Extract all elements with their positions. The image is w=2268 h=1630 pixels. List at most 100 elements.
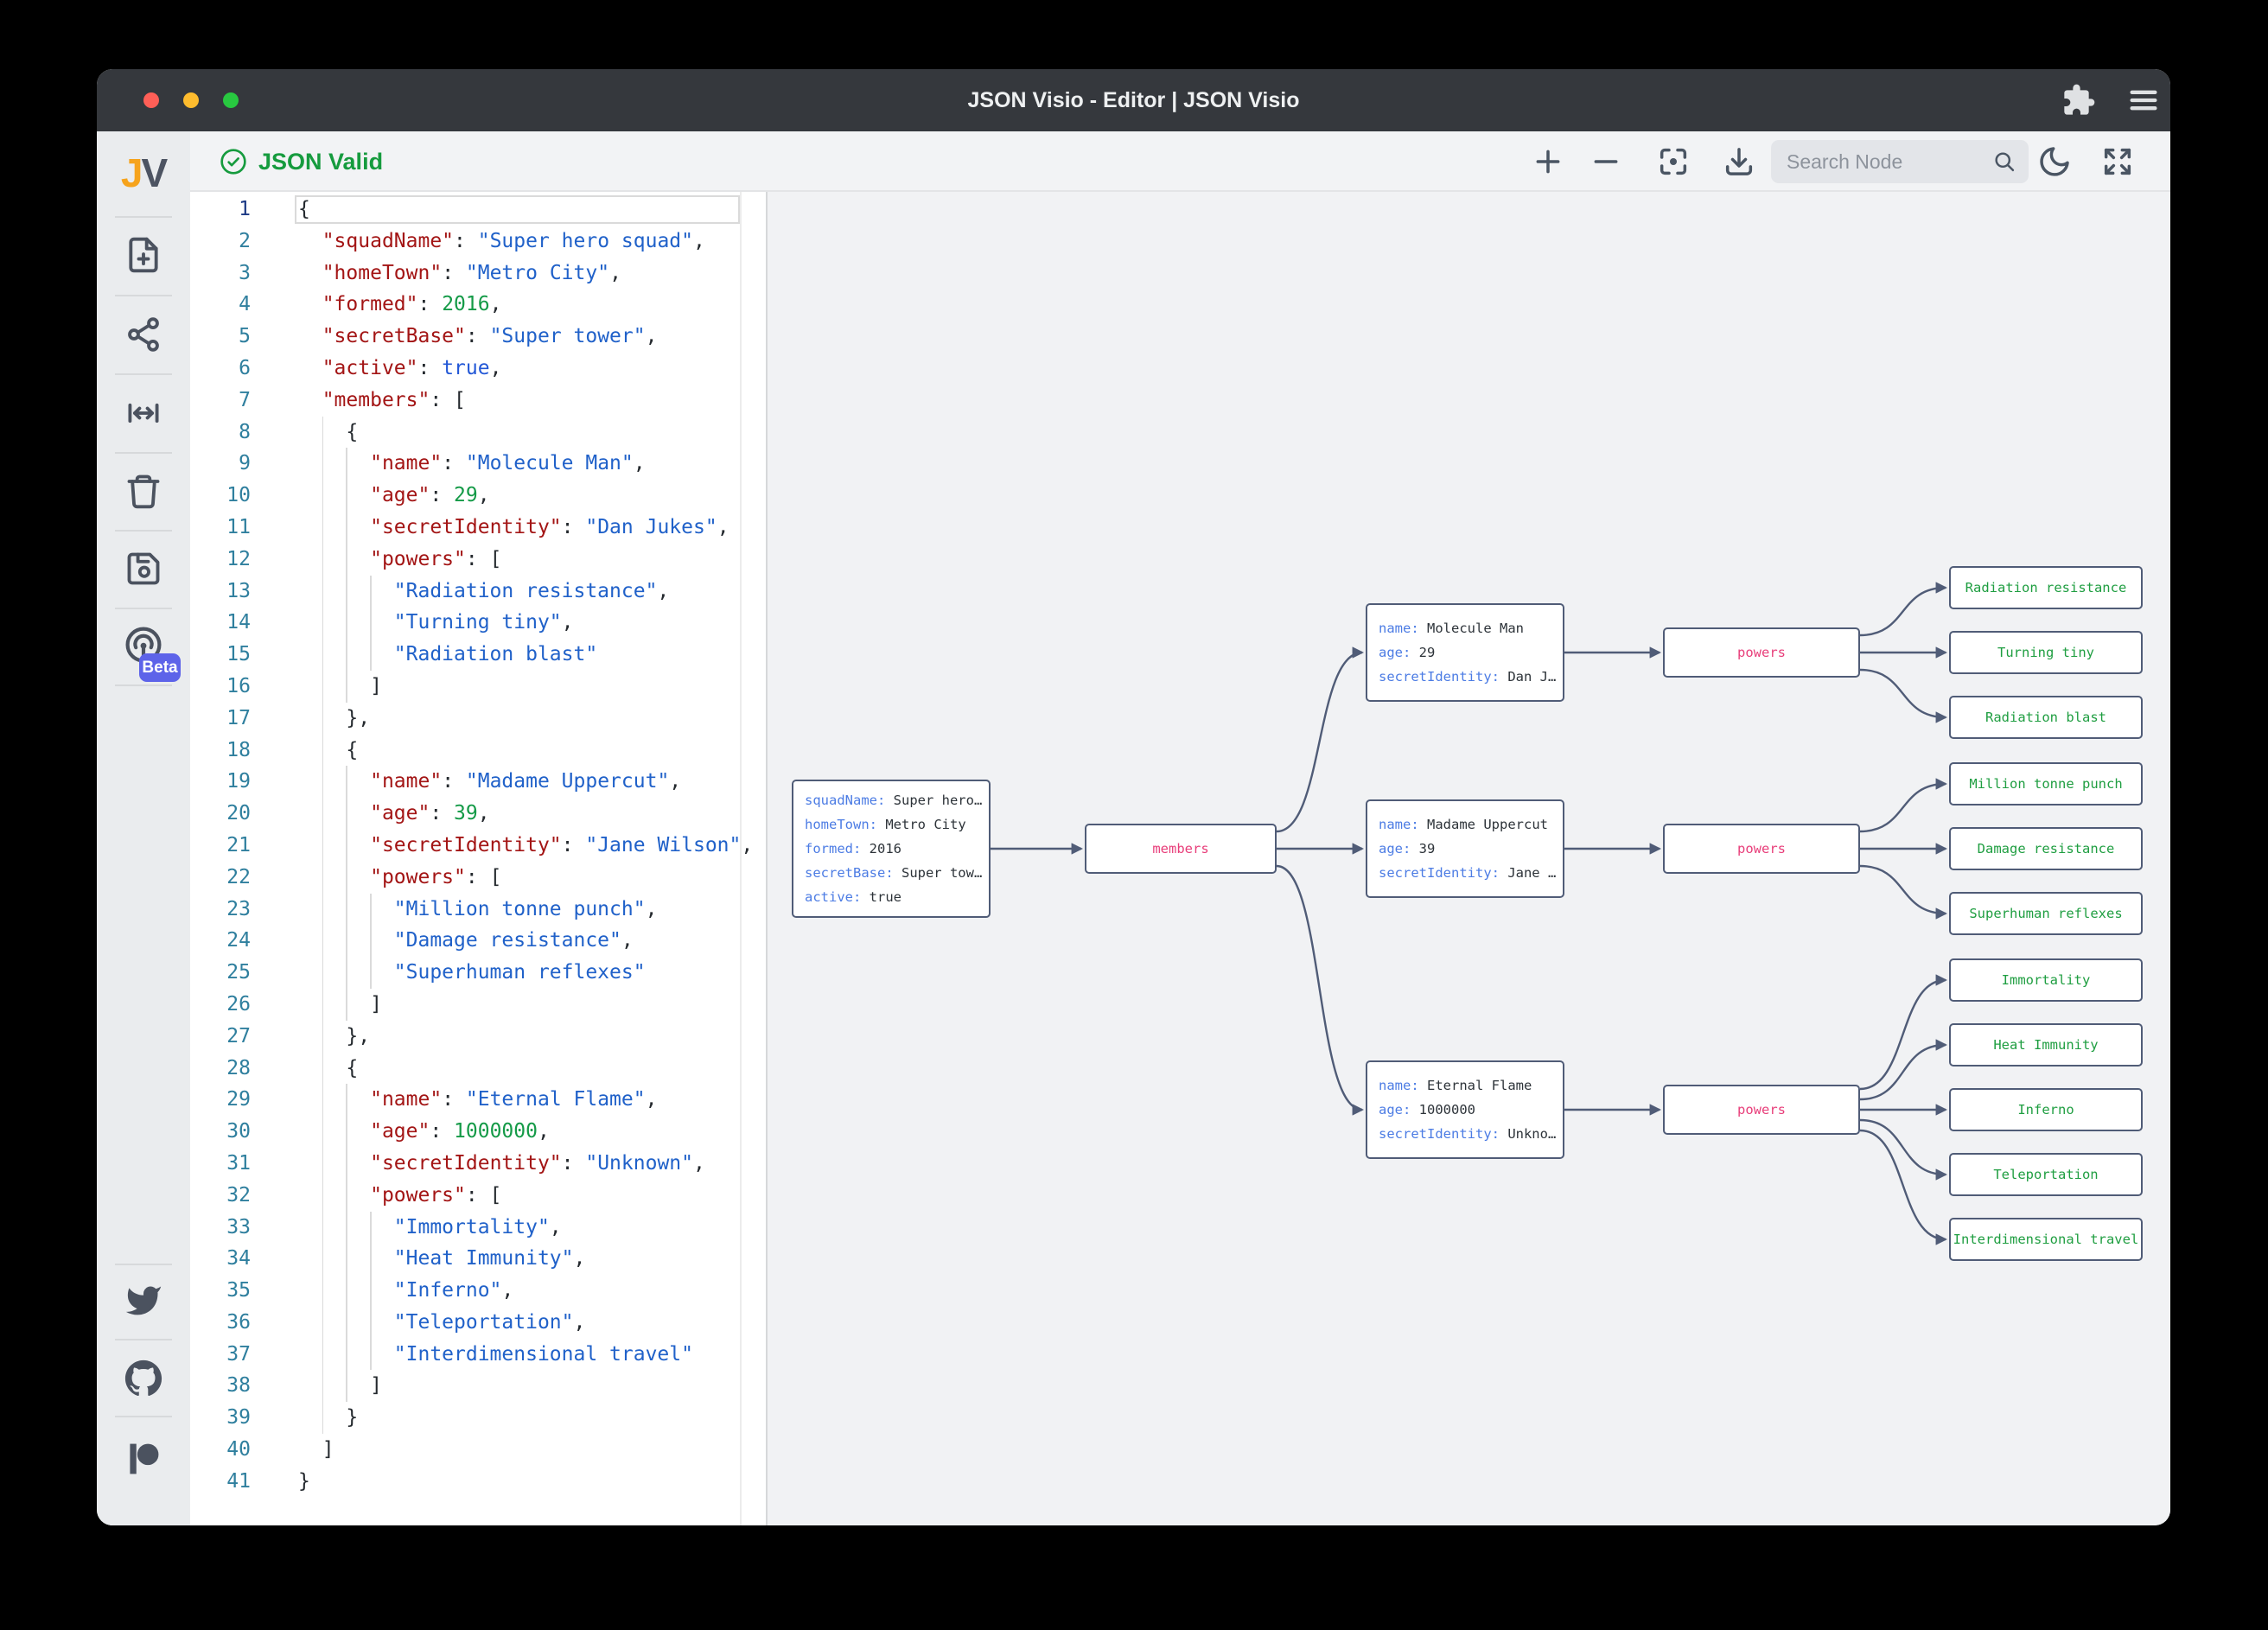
editor-line[interactable]: 6 "active": true, <box>190 353 766 385</box>
graph-node-l8[interactable]: Heat Immunity <box>1949 1023 2143 1067</box>
graph-node-p3[interactable]: powers <box>1663 1085 1860 1135</box>
editor-line[interactable]: 8 { <box>190 416 766 449</box>
indent-guide <box>346 1275 347 1307</box>
graph-node-l4[interactable]: Million tonne punch <box>1949 762 2143 805</box>
indent-guide <box>370 1306 372 1339</box>
download-icon[interactable] <box>1722 144 1756 179</box>
graph-edge <box>1859 1118 1948 1181</box>
extension-puzzle-icon[interactable] <box>2061 83 2096 118</box>
editor-line[interactable]: 33 "Immortality", <box>190 1211 766 1244</box>
editor-line[interactable]: 2 "squadName": "Super hero squad", <box>190 226 766 258</box>
editor-line[interactable]: 27 }, <box>190 1020 766 1053</box>
editor-line[interactable]: 14 "Turning tiny", <box>190 607 766 640</box>
indent-guide <box>346 1211 347 1244</box>
graph-node-members[interactable]: members <box>1085 824 1277 874</box>
graph-node-root[interactable]: squadName: Super hero…homeTown: Metro Ci… <box>792 780 991 918</box>
editor-line[interactable]: 17 }, <box>190 702 766 735</box>
node-label: Turning tiny <box>1997 645 2094 660</box>
editor-line[interactable]: 30 "age": 1000000, <box>190 1116 766 1148</box>
zoom-window-button[interactable] <box>223 92 239 108</box>
new-document-icon[interactable] <box>124 236 162 274</box>
close-window-button[interactable] <box>143 92 159 108</box>
editor-line[interactable]: 4 "formed": 2016, <box>190 289 766 321</box>
graph-node-l9[interactable]: Inferno <box>1949 1088 2143 1131</box>
editor-line[interactable]: 23 "Million tonne punch", <box>190 893 766 926</box>
editor-line[interactable]: 24 "Damage resistance", <box>190 925 766 958</box>
code-text: "age": 1000000, <box>370 1120 550 1143</box>
github-icon[interactable] <box>124 1359 162 1398</box>
editor-line[interactable]: 41} <box>190 1466 766 1498</box>
minimize-window-button[interactable] <box>183 92 199 108</box>
editor-line[interactable]: 28 { <box>190 1052 766 1085</box>
menu-hamburger-icon[interactable] <box>2126 83 2161 118</box>
divider <box>115 373 172 375</box>
editor-line[interactable]: 32 "powers": [ <box>190 1179 766 1212</box>
editor-line[interactable]: 39 } <box>190 1402 766 1435</box>
editor-line[interactable]: 38 ] <box>190 1370 766 1403</box>
fullscreen-expand-icon[interactable] <box>2100 144 2135 179</box>
node-row: active: true <box>805 889 901 905</box>
delete-trash-icon[interactable] <box>124 472 162 510</box>
center-focus-icon[interactable] <box>1656 144 1691 179</box>
divider <box>115 1339 172 1340</box>
graph-node-l2[interactable]: Turning tiny <box>1949 631 2143 674</box>
zoom-in-icon[interactable] <box>1531 144 1565 179</box>
json-editor[interactable]: 1{2 "squadName": "Super hero squad",3 "h… <box>190 192 766 1525</box>
code-text: "Radiation blast" <box>393 643 598 666</box>
graph-node-l6[interactable]: Superhuman reflexes <box>1949 892 2143 935</box>
editor-line[interactable]: 22 "powers": [ <box>190 861 766 894</box>
editor-line[interactable]: 35 "Inferno", <box>190 1275 766 1307</box>
editor-line[interactable]: 29 "name": "Eternal Flame", <box>190 1084 766 1117</box>
editor-line[interactable]: 20 "age": 39, <box>190 798 766 830</box>
graph-node-l1[interactable]: Radiation resistance <box>1949 566 2143 609</box>
patreon-icon[interactable] <box>124 1440 162 1478</box>
editor-line[interactable]: 19 "name": "Madame Uppercut", <box>190 766 766 799</box>
editor-line[interactable]: 3 "homeTown": "Metro City", <box>190 258 766 290</box>
graph-node-p2[interactable]: powers <box>1663 824 1860 874</box>
editor-line[interactable]: 15 "Radiation blast" <box>190 639 766 671</box>
graph-node-l11[interactable]: Interdimensional travel <box>1949 1218 2143 1261</box>
editor-line[interactable]: 18 { <box>190 734 766 767</box>
editor-line[interactable]: 5 "secretBase": "Super tower", <box>190 321 766 353</box>
graph-node-l3[interactable]: Radiation blast <box>1949 696 2143 739</box>
editor-line[interactable]: 25 "Superhuman reflexes" <box>190 957 766 989</box>
graph-node-p1[interactable]: powers <box>1663 627 1860 678</box>
save-floppy-icon[interactable] <box>124 550 162 588</box>
indent-guide <box>322 670 324 703</box>
zoom-out-icon[interactable] <box>1589 144 1623 179</box>
editor-line[interactable]: 13 "Radiation resistance", <box>190 575 766 608</box>
editor-line[interactable]: 10 "age": 29, <box>190 480 766 512</box>
editor-line[interactable]: 1{ <box>190 194 766 226</box>
twitter-icon[interactable] <box>124 1282 162 1320</box>
editor-line[interactable]: 11 "secretIdentity": "Dan Jukes", <box>190 511 766 544</box>
search-node-input[interactable] <box>1787 140 1977 183</box>
graph-node-l10[interactable]: Teleportation <box>1949 1153 2143 1196</box>
editor-line[interactable]: 31 "secretIdentity": "Unknown", <box>190 1147 766 1180</box>
share-graph-icon[interactable] <box>124 315 162 353</box>
editor-line[interactable]: 21 "secretIdentity": "Jane Wilson", <box>190 829 766 862</box>
indent-guide <box>346 1243 347 1276</box>
indent-guide <box>322 893 324 926</box>
graph-node-l7[interactable]: Immortality <box>1949 958 2143 1002</box>
indent-guide <box>322 1243 324 1276</box>
dark-mode-moon-icon[interactable] <box>2037 144 2072 179</box>
editor-line[interactable]: 9 "name": "Molecule Man", <box>190 448 766 481</box>
editor-line[interactable]: 37 "Interdimensional travel" <box>190 1338 766 1371</box>
graph-node-l5[interactable]: Damage resistance <box>1949 827 2143 870</box>
editor-line[interactable]: 40 ] <box>190 1434 766 1466</box>
editor-line[interactable]: 12 "powers": [ <box>190 543 766 576</box>
editor-line[interactable]: 26 ] <box>190 988 766 1021</box>
editor-line[interactable]: 34 "Heat Immunity", <box>190 1243 766 1276</box>
jv-logo[interactable]: JV <box>120 150 168 195</box>
graph-canvas[interactable]: squadName: Super hero…homeTown: Metro Ci… <box>766 192 2170 1525</box>
beta-badge: Beta <box>139 653 181 682</box>
search-icon[interactable] <box>1992 150 2016 174</box>
editor-line[interactable]: 16 ] <box>190 670 766 703</box>
fit-width-icon[interactable] <box>124 394 162 432</box>
node-row: name: Molecule Man <box>1379 621 1524 636</box>
editor-line[interactable]: 7 "members": [ <box>190 385 766 417</box>
editor-line[interactable]: 36 "Teleportation", <box>190 1306 766 1339</box>
